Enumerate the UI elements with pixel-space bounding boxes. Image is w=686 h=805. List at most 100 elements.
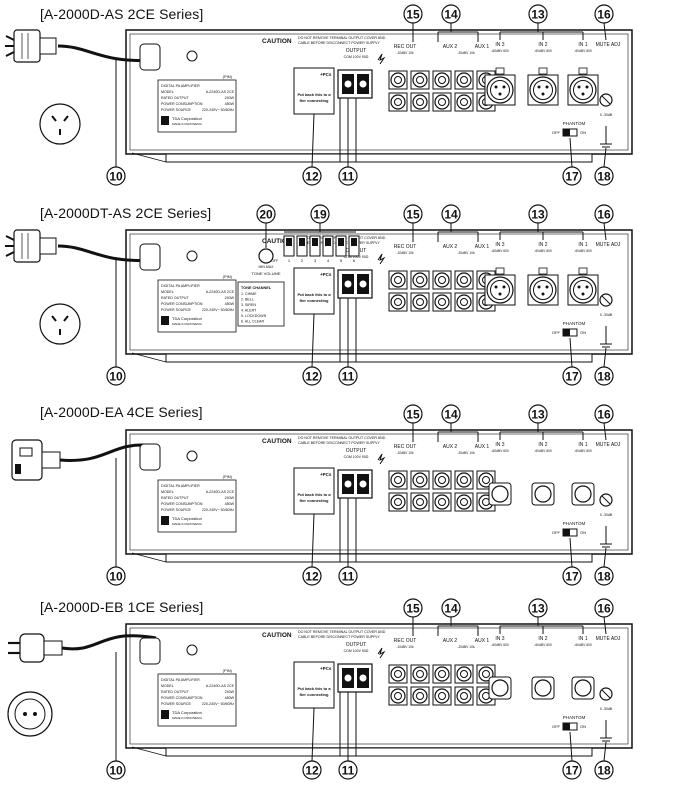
rca-jack [388,92,408,112]
xlr-latch [495,267,505,275]
rca-jack [454,686,474,706]
xlr-connector [484,267,516,306]
phantom-label: PHANTOM [563,121,586,126]
rating-label-box [157,479,237,533]
phantom-on: ON [580,130,586,135]
hazard-bolt [377,253,386,265]
rating-label-line: RATED OUTPUT [161,296,189,300]
rca-jack [410,70,430,90]
rca-jack-pin [460,98,468,106]
put-back-text: fter connecting [300,498,329,503]
xlr-latch [578,267,588,275]
input-label: IN 3 [495,242,504,248]
callout-leader [603,422,607,441]
rca-jack-pin [416,670,424,678]
output-terminal-screw [344,480,352,488]
input-label: IN 1 [578,442,587,448]
put-back-text: fter connecting [300,298,329,303]
socket-inner [14,698,46,730]
rating-label-line: POWER SOURCE [161,508,192,512]
input-label: IN 3 [495,442,504,448]
xlr-inner [490,280,510,300]
rca-jack [388,686,408,706]
caution-text: CABLE BEFORE DISCONNECT POWER SUPPLY [298,41,380,45]
input-sub: -60dBV 600 [574,249,592,253]
xlr-inner [573,280,593,300]
callout-leader [603,547,607,568]
chassis-screw [186,644,198,656]
callout-18: 18 [594,366,614,386]
callout-leader [569,337,573,368]
callout-number: 14 [444,8,458,22]
rca-jack [454,292,474,312]
input-sub: -60dBV 600 [491,249,509,253]
xlr-pin [581,92,585,96]
callout-number: 10 [109,764,123,778]
callout-number: 14 [444,208,458,222]
callout-number: 11 [342,370,355,384]
input-label: IN 2 [538,242,547,248]
rating-label-line: RATED OUTPUT [161,96,189,100]
uk-plug-icon [11,439,61,481]
phantom-off: OFF [552,130,561,135]
aux-sub: -20dBV 10k [457,51,475,55]
aux2-label: AUX 2 [443,244,458,250]
plug-body [13,229,41,263]
tone-channel-item: 1. CHIME [241,292,257,296]
callout-leader [603,616,607,635]
rating-label-value: 480W [225,696,235,700]
mute-level-text: 0 -30dB [600,513,613,517]
callout-10: 10 [106,166,126,186]
put-back-text: Put back this to a [297,92,331,97]
mute-adj-slot [601,495,611,505]
aux2-label: AUX 2 [443,638,458,644]
input-sub: -60dBV 600 [491,449,509,453]
input-sub: -60dBV 600 [534,49,552,53]
phantom-off: OFF [552,724,561,729]
callout-leader [311,707,315,762]
input-label: IN 2 [538,636,547,642]
chassis-inner [129,33,629,151]
callout-10: 10 [106,566,126,586]
aux1-label: AUX 1 [475,638,490,644]
tone-volume-label: TONE VOLUME [251,271,280,276]
plug-pin [15,464,21,474]
rca-jack [410,470,430,490]
rca-jack [410,664,430,684]
rec-out-label: REC OUT [394,638,417,644]
xlr-pin [545,285,549,289]
callout-number: 15 [406,208,420,222]
xlr-pin [537,85,541,89]
rating-label-box [157,279,237,333]
rating-label-line: POWER CONSUMPTION [161,502,203,506]
rating-label-value: 480W [225,502,235,506]
xlr-pin [545,85,549,89]
made-in-text: MADE IN INDONESIA [172,716,202,720]
phone-jack [488,482,512,506]
xlr-pin [541,292,545,296]
callout-number: 18 [597,764,611,778]
rating-label-line: POWER CONSUMPTION [161,102,203,106]
rca-jack [454,70,474,90]
xlr-pin [537,285,541,289]
rca-jack-pin [438,670,446,678]
callout-13: 13 [528,404,548,424]
callout-16: 16 [594,598,614,618]
callout-13: 13 [528,204,548,224]
callout-number: 15 [406,602,420,616]
rca-jack-pin [438,276,446,284]
tone-dip-lever [299,238,305,246]
xlr-pin [494,85,498,89]
callout-10: 10 [106,760,126,780]
rating-label-value: 240W [225,296,235,300]
output-sub-label: COM 100V 50Ω [344,55,369,59]
pcs-label: +PCs [320,72,332,77]
callout-number: 11 [342,764,355,778]
phantom-off: OFF [552,530,561,535]
phantom-label: PHANTOM [563,321,586,326]
rca-jack [432,292,452,312]
tone-channel-title: TONE CHANNEL [241,286,272,290]
input-sub: -60dBV 600 [534,249,552,253]
phantom-label: PHANTOM [563,521,586,526]
